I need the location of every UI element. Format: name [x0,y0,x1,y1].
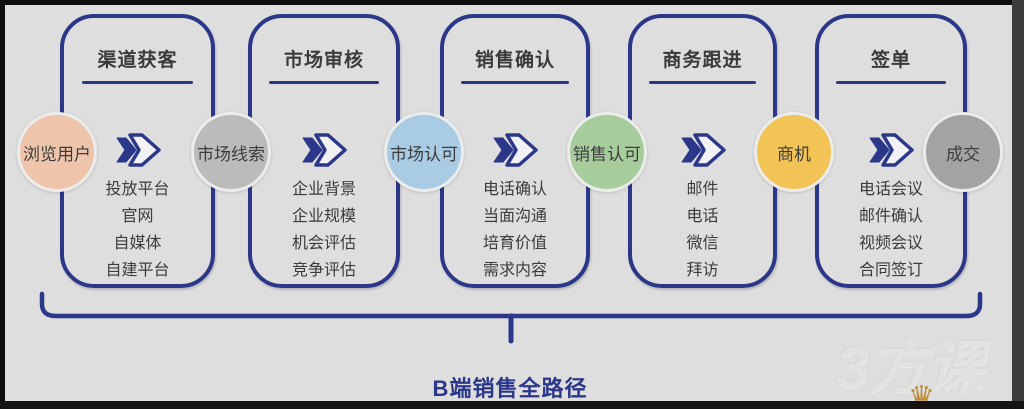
fast-forward-arrow-icon [299,130,349,170]
letterbox-right [1012,0,1024,409]
stage-item: 拜访 [686,262,719,279]
stage-item: 电话 [686,208,719,225]
letterbox-top [0,0,1024,5]
stage-item-list: 企业背景 企业规模 机会评估 竞争评估 [252,176,396,284]
stage-title: 商务跟进 [662,50,743,71]
milestone-browsing-users: 浏览用户 [17,112,97,192]
milestone-sales-approved: 销售认可 [567,112,647,192]
stage-item: 邮件 [686,181,719,198]
stage-title-underline [269,81,379,84]
stage-item: 企业规模 [291,208,356,225]
stage-title: 市场审核 [283,50,364,71]
stage-item: 电话会议 [858,181,923,198]
milestone-label: 成交 [946,144,980,164]
stage-item-list: 电话确认 当面沟通 培育价值 需求内容 [444,176,586,284]
stage-title: 渠道获客 [97,50,178,71]
stage-title: 签单 [870,50,911,71]
stage-item: 当面沟通 [482,208,547,225]
stage-item: 微信 [686,235,719,252]
stage-item-list: 投放平台 官网 自媒体 自建平台 [64,176,211,284]
stage-item: 竞争评估 [291,262,356,279]
stage-title-underline [461,81,569,84]
watermark-text: 3方课 [835,335,984,400]
stage-item-list: 邮件 电话 微信 拜访 [632,176,773,284]
stage-item: 电话确认 [482,181,547,198]
milestone-label: 商机 [777,144,811,164]
milestone-market-leads: 市场线索 [191,112,271,192]
stage-item: 视频会议 [858,235,923,252]
fast-forward-arrow-icon [866,130,916,170]
stage-item: 培育价值 [482,235,547,252]
stage-item: 需求内容 [482,262,547,279]
milestone-deal-closed: 成交 [923,112,1003,192]
fast-forward-arrow-icon [490,130,540,170]
fast-forward-arrow-icon [113,130,163,170]
stage-title-underline [836,81,946,84]
milestone-label: 市场认可 [390,144,458,164]
stage-title-underline [81,81,194,84]
milestone-market-approved: 市场认可 [384,112,464,192]
fast-forward-arrow-icon [678,130,728,170]
milestone-label: 浏览用户 [23,144,91,164]
stage-title-underline [648,81,757,84]
milestone-label: 市场线索 [197,144,265,164]
stage-item: 投放平台 [105,181,170,198]
stage-item: 合同签订 [858,262,923,279]
stage-item-list: 电话会议 邮件确认 视频会议 合同签订 [819,176,963,284]
letterbox-left [0,0,5,409]
stage-item: 官网 [121,208,154,225]
stage-item: 企业背景 [291,181,356,198]
stage-title: 销售确认 [474,50,555,71]
stage-item: 机会评估 [291,235,356,252]
stage-item: 自媒体 [113,235,162,252]
stage-item: 自建平台 [105,262,170,279]
milestone-label: 销售认可 [573,144,641,164]
milestone-opportunity: 商机 [754,112,834,192]
stage-item: 邮件确认 [858,208,923,225]
letterbox-bottom [0,401,1024,409]
diagram-caption: B端销售全路径 [432,376,588,401]
